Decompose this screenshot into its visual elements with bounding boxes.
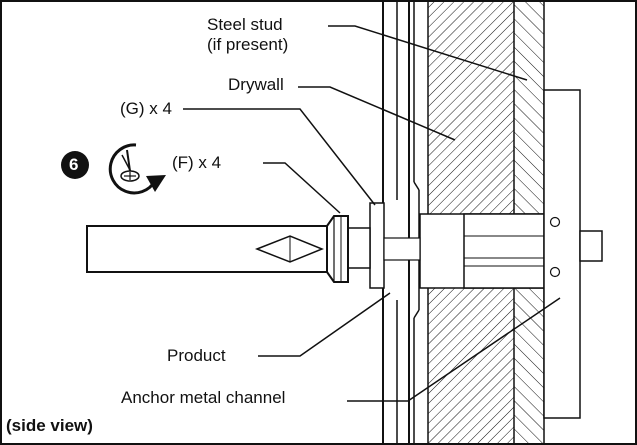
leader-screw xyxy=(263,162,341,214)
label-washer: (G) x 4 xyxy=(120,99,172,118)
step-number: 6 xyxy=(69,155,79,174)
step-badge-icon xyxy=(61,151,89,179)
label-drywall: Drywall xyxy=(228,75,284,94)
leader-drywall xyxy=(298,86,456,141)
label-product: Product xyxy=(167,346,226,365)
anchor-back-plate xyxy=(543,89,603,419)
drywall-layer xyxy=(427,2,515,443)
label-anchor-channel: Anchor metal channel xyxy=(121,388,286,407)
leader-lines xyxy=(183,25,561,402)
washer xyxy=(369,202,385,289)
label-steel-stud-note: (if present) xyxy=(207,35,289,54)
label-view: (side view) xyxy=(6,416,93,435)
leader-washer xyxy=(183,108,376,206)
screwdriver xyxy=(86,215,349,283)
label-screw: (F) x 4 xyxy=(172,153,222,172)
product-panel xyxy=(382,2,398,443)
label-steel-stud: Steel stud xyxy=(207,15,283,34)
leader-product xyxy=(258,292,391,357)
leader-steel-stud xyxy=(328,25,528,81)
leader-anchor-channel xyxy=(347,297,561,402)
anchor-metal-channel xyxy=(408,2,420,443)
rotate-screw-icon xyxy=(108,143,166,195)
wall-anchor xyxy=(419,213,545,289)
